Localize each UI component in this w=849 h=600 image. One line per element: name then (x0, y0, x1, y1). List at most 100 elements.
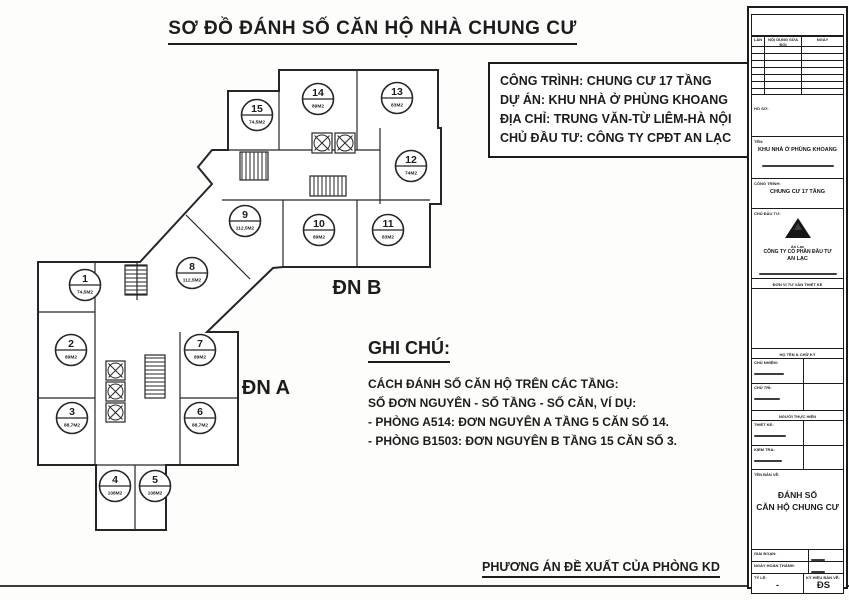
unit-number: 5 (152, 474, 158, 486)
signature-space (804, 384, 843, 411)
logo-caption: An Lạc (790, 244, 805, 249)
stage-label: GIAI ĐOẠN: (752, 550, 809, 562)
info-line-duan: DỰ ÁN: KHU NHÀ Ở PHÙNG KHOANG (500, 93, 728, 107)
legend-heading: GHI CHÚ: (368, 338, 450, 363)
building-name-value: CHUNG CƯ 17 TẦNG (770, 189, 825, 195)
building-name-label: CÔNG TRÌNH: (754, 181, 781, 186)
unit-number: 1 (82, 273, 88, 285)
legend-line: - PHÒNG B1503: ĐƠN NGUYÊN B TẦNG 15 CĂN … (368, 434, 677, 448)
floor-plan: ĐN B ĐN A 174,5M2289M2388,7M24108M25108M… (37, 69, 442, 531)
anlac-logo-icon (784, 218, 811, 238)
revision-row (752, 81, 843, 88)
project-name-label: TÊN: (754, 139, 764, 144)
elevators-wing-b (311, 132, 356, 154)
revision-row (752, 74, 843, 81)
signature-space (804, 446, 843, 470)
revision-row (752, 60, 843, 67)
signer-row: THIẾT KẾ: (751, 420, 844, 447)
unit-area: 89M2 (65, 355, 77, 361)
unit-number: 3 (69, 406, 75, 418)
signer-row: CHỦ TRÌ: (751, 383, 844, 412)
sheet-border (0, 585, 849, 587)
signer-row: KIỂM TRA: (751, 445, 844, 471)
unit-badge-5: 5 108M2 (138, 469, 172, 503)
project-name-section: TÊN: KHU NHÀ Ở PHÙNG KHOANG (751, 136, 844, 184)
unit-area: 88,7M2 (192, 423, 208, 429)
unit-number: 7 (197, 338, 203, 350)
dossier-box: HỒ SƠ: (751, 94, 844, 142)
revision-col-header: NỘI DUNG SỬA ĐỔI (765, 37, 802, 47)
unit-badge-13: 13 83M2 (380, 81, 414, 115)
unit-number: 11 (382, 218, 393, 230)
unit-area: 112,5M2 (183, 278, 202, 284)
unit-area: 88,7M2 (64, 423, 80, 429)
scale-value: - (776, 580, 779, 590)
signature-space (804, 421, 843, 446)
unit-area: 108M2 (108, 491, 123, 497)
code-value: ĐS (816, 580, 831, 591)
signature-space (804, 359, 843, 384)
stair-wing-a-top (124, 264, 148, 296)
unit-area: 83M2 (391, 103, 403, 109)
titleblock-top-strip (751, 14, 844, 36)
revision-row (752, 88, 843, 95)
investor-section: CHỦ ĐẦU TƯ: An Lạc CÔNG TY CỔ PHẦN ĐẦU T… (751, 208, 844, 284)
investor-label: CHỦ ĐẦU TƯ: (754, 211, 781, 216)
info-line-congtrinh: CÔNG TRÌNH: CHUNG CƯ 17 TẦNG (500, 74, 712, 88)
unit-badge-14: 14 89M2 (301, 82, 335, 116)
unit-number: 13 (391, 86, 403, 98)
signer-label: THIẾT KẾ: (754, 422, 774, 427)
revision-row (752, 53, 843, 60)
unit-area: 89M2 (194, 355, 206, 361)
unit-area: 108M2 (148, 491, 163, 497)
investor-company-line1: CÔNG TY CỔ PHẦN ĐẦU TƯ (763, 249, 832, 255)
unit-number: 9 (242, 209, 248, 221)
unit-number: 8 (189, 261, 195, 273)
section-b-label: ĐN B (333, 277, 382, 299)
scale-code-row: TỶ LỆ: - KÝ HIỆU BẢN VẼ: ĐS (751, 573, 844, 594)
project-info-box: CÔNG TRÌNH: CHUNG CƯ 17 TẦNG DỰ ÁN: KHU … (488, 62, 752, 158)
signer-row: CHỦ NHIỆM: (751, 358, 844, 385)
unit-number: 10 (313, 218, 325, 230)
unit-number: 14 (312, 87, 324, 99)
unit-area: 74,5M2 (249, 120, 265, 126)
project-name-value: KHU NHÀ Ở PHÙNG KHOANG (758, 147, 837, 153)
unit-area: 89M2 (312, 104, 324, 110)
drawing-title-line2: CĂN HỘ CHUNG CƯ (756, 502, 839, 512)
legend-line: CÁCH ĐÁNH SỐ CĂN HỘ TRÊN CÁC TẦNG: (368, 377, 619, 391)
signer-label: CHỦ TRÌ: (754, 385, 772, 390)
unit-number: 6 (197, 406, 203, 418)
unit-badge-11: 11 83M2 (371, 213, 405, 247)
unit-area: 83M2 (382, 235, 394, 241)
info-line-chudautu: CHỦ ĐẦU TƯ: CÔNG TY CPĐT AN LẠC (500, 131, 732, 145)
revision-table: LẦN NỘI DUNG SỬA ĐỔI NGÀY (751, 36, 844, 96)
stair-wing-a-core (144, 354, 166, 399)
legend-line: - PHÒNG A514: ĐƠN NGUYÊN A TẦNG 5 CĂN SỐ… (368, 415, 669, 429)
legend: GHI CHÚ: CÁCH ĐÁNH SỐ CĂN HỘ TRÊN CÁC TẦ… (368, 338, 728, 451)
unit-area: 74,5M2 (77, 290, 93, 296)
stair-wing-b-core (309, 175, 347, 197)
revision-col-header: NGÀY (816, 37, 829, 42)
investor-logo: An Lạc (754, 217, 841, 249)
unit-badge-12: 12 74M2 (394, 149, 428, 183)
scale-cell: TỶ LỆ: - (752, 574, 804, 593)
signer-label: CHỦ NHIỆM: (754, 360, 778, 365)
unit-number: 2 (68, 338, 74, 350)
unit-area: 74M2 (405, 171, 417, 177)
unit-badge-8: 8 112,5M2 (175, 256, 209, 290)
drawing-title-label: TÊN BẢN VẼ: (754, 472, 780, 477)
drawing-title-line1: ĐÁNH SỐ (777, 490, 818, 500)
unit-badge-7: 7 89M2 (183, 333, 217, 367)
code-cell: KÝ HIỆU BẢN VẼ: ĐS (804, 574, 843, 593)
legend-line: SỐ ĐƠN NGUYÊN - SỐ TẦNG - SỐ CĂN, VÍ DỤ: (368, 396, 637, 410)
investor-company-line2: AN LẠC (787, 256, 808, 262)
revision-row (752, 67, 843, 74)
revision-header-row: LẦN NỘI DUNG SỬA ĐỔI NGÀY (752, 37, 843, 47)
footer-note: PHƯƠNG ÁN ĐỀ XUẤT CỦA PHÒNG KD (455, 558, 747, 578)
elevators-wing-a (105, 360, 126, 423)
code-label: KÝ HIỆU BẢN VẼ: (806, 575, 840, 580)
unit-number: 12 (405, 154, 417, 166)
